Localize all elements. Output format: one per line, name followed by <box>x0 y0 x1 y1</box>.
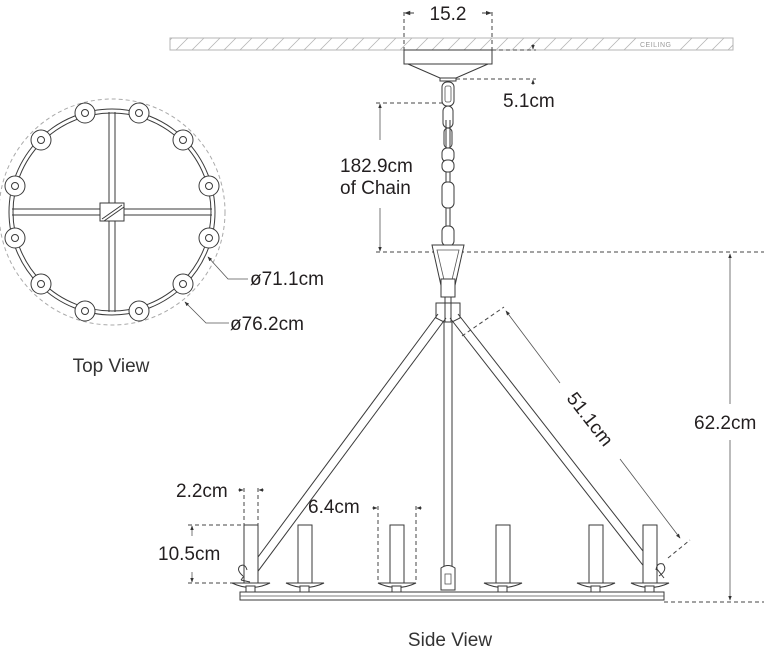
canopy <box>403 49 493 82</box>
fixture-height-dimension: 62.2cm <box>664 253 764 603</box>
candle-height-label: 10.5cm <box>158 544 220 565</box>
top-view-hub <box>99 202 125 222</box>
candle-height-dimension: 10.5cm <box>158 524 244 584</box>
canopy-width-dimension: 15.2 <box>403 4 493 50</box>
arm-length-dimension: 51.1cm <box>461 306 691 559</box>
chain-length-label-line1: 182.9cm <box>340 156 413 177</box>
top-view-candles <box>4 102 220 322</box>
candle-6 <box>630 524 670 593</box>
right-arm <box>449 313 665 583</box>
chain-length-dimension: 182.9cm of Chain <box>340 102 764 253</box>
cup-width-dimension: 6.4cm <box>308 497 422 583</box>
inner-diameter-callout: ø71.1cm <box>207 256 324 290</box>
candle-4 <box>483 524 523 593</box>
top-view-label: Top View <box>73 356 150 377</box>
ceiling-hatching <box>170 38 733 50</box>
inner-diameter-label: ø71.1cm <box>250 269 324 290</box>
candle-2 <box>285 524 325 593</box>
top-view <box>0 98 226 326</box>
ceiling-label: CEILING <box>640 42 672 49</box>
canopy-height-dimension: 5.1cm <box>456 44 555 112</box>
candle-width-dimension: 2.2cm <box>176 481 264 525</box>
hanger <box>431 244 465 323</box>
bottom-ring <box>239 591 665 601</box>
cup-width-label: 6.4cm <box>308 497 360 518</box>
candle-width-label: 2.2cm <box>176 481 228 502</box>
chain <box>441 81 455 247</box>
candle-3 <box>377 524 417 593</box>
outer-diameter-callout: ø76.2cm <box>184 301 304 335</box>
chain-length-label-line2: of Chain <box>340 178 411 199</box>
center-rod <box>440 322 456 591</box>
side-view-label: Side View <box>408 630 492 651</box>
canopy-width-label: 15.2 <box>430 4 467 25</box>
arm-length-label: 51.1cm <box>562 389 617 451</box>
fixture-height-label: 62.2cm <box>694 413 756 434</box>
candle-5 <box>576 524 616 593</box>
left-arm <box>240 313 447 583</box>
outer-diameter-label: ø76.2cm <box>230 314 304 335</box>
candle-1 <box>231 524 271 593</box>
canopy-height-label: 5.1cm <box>503 91 555 112</box>
ceiling: CEILING <box>169 37 734 51</box>
